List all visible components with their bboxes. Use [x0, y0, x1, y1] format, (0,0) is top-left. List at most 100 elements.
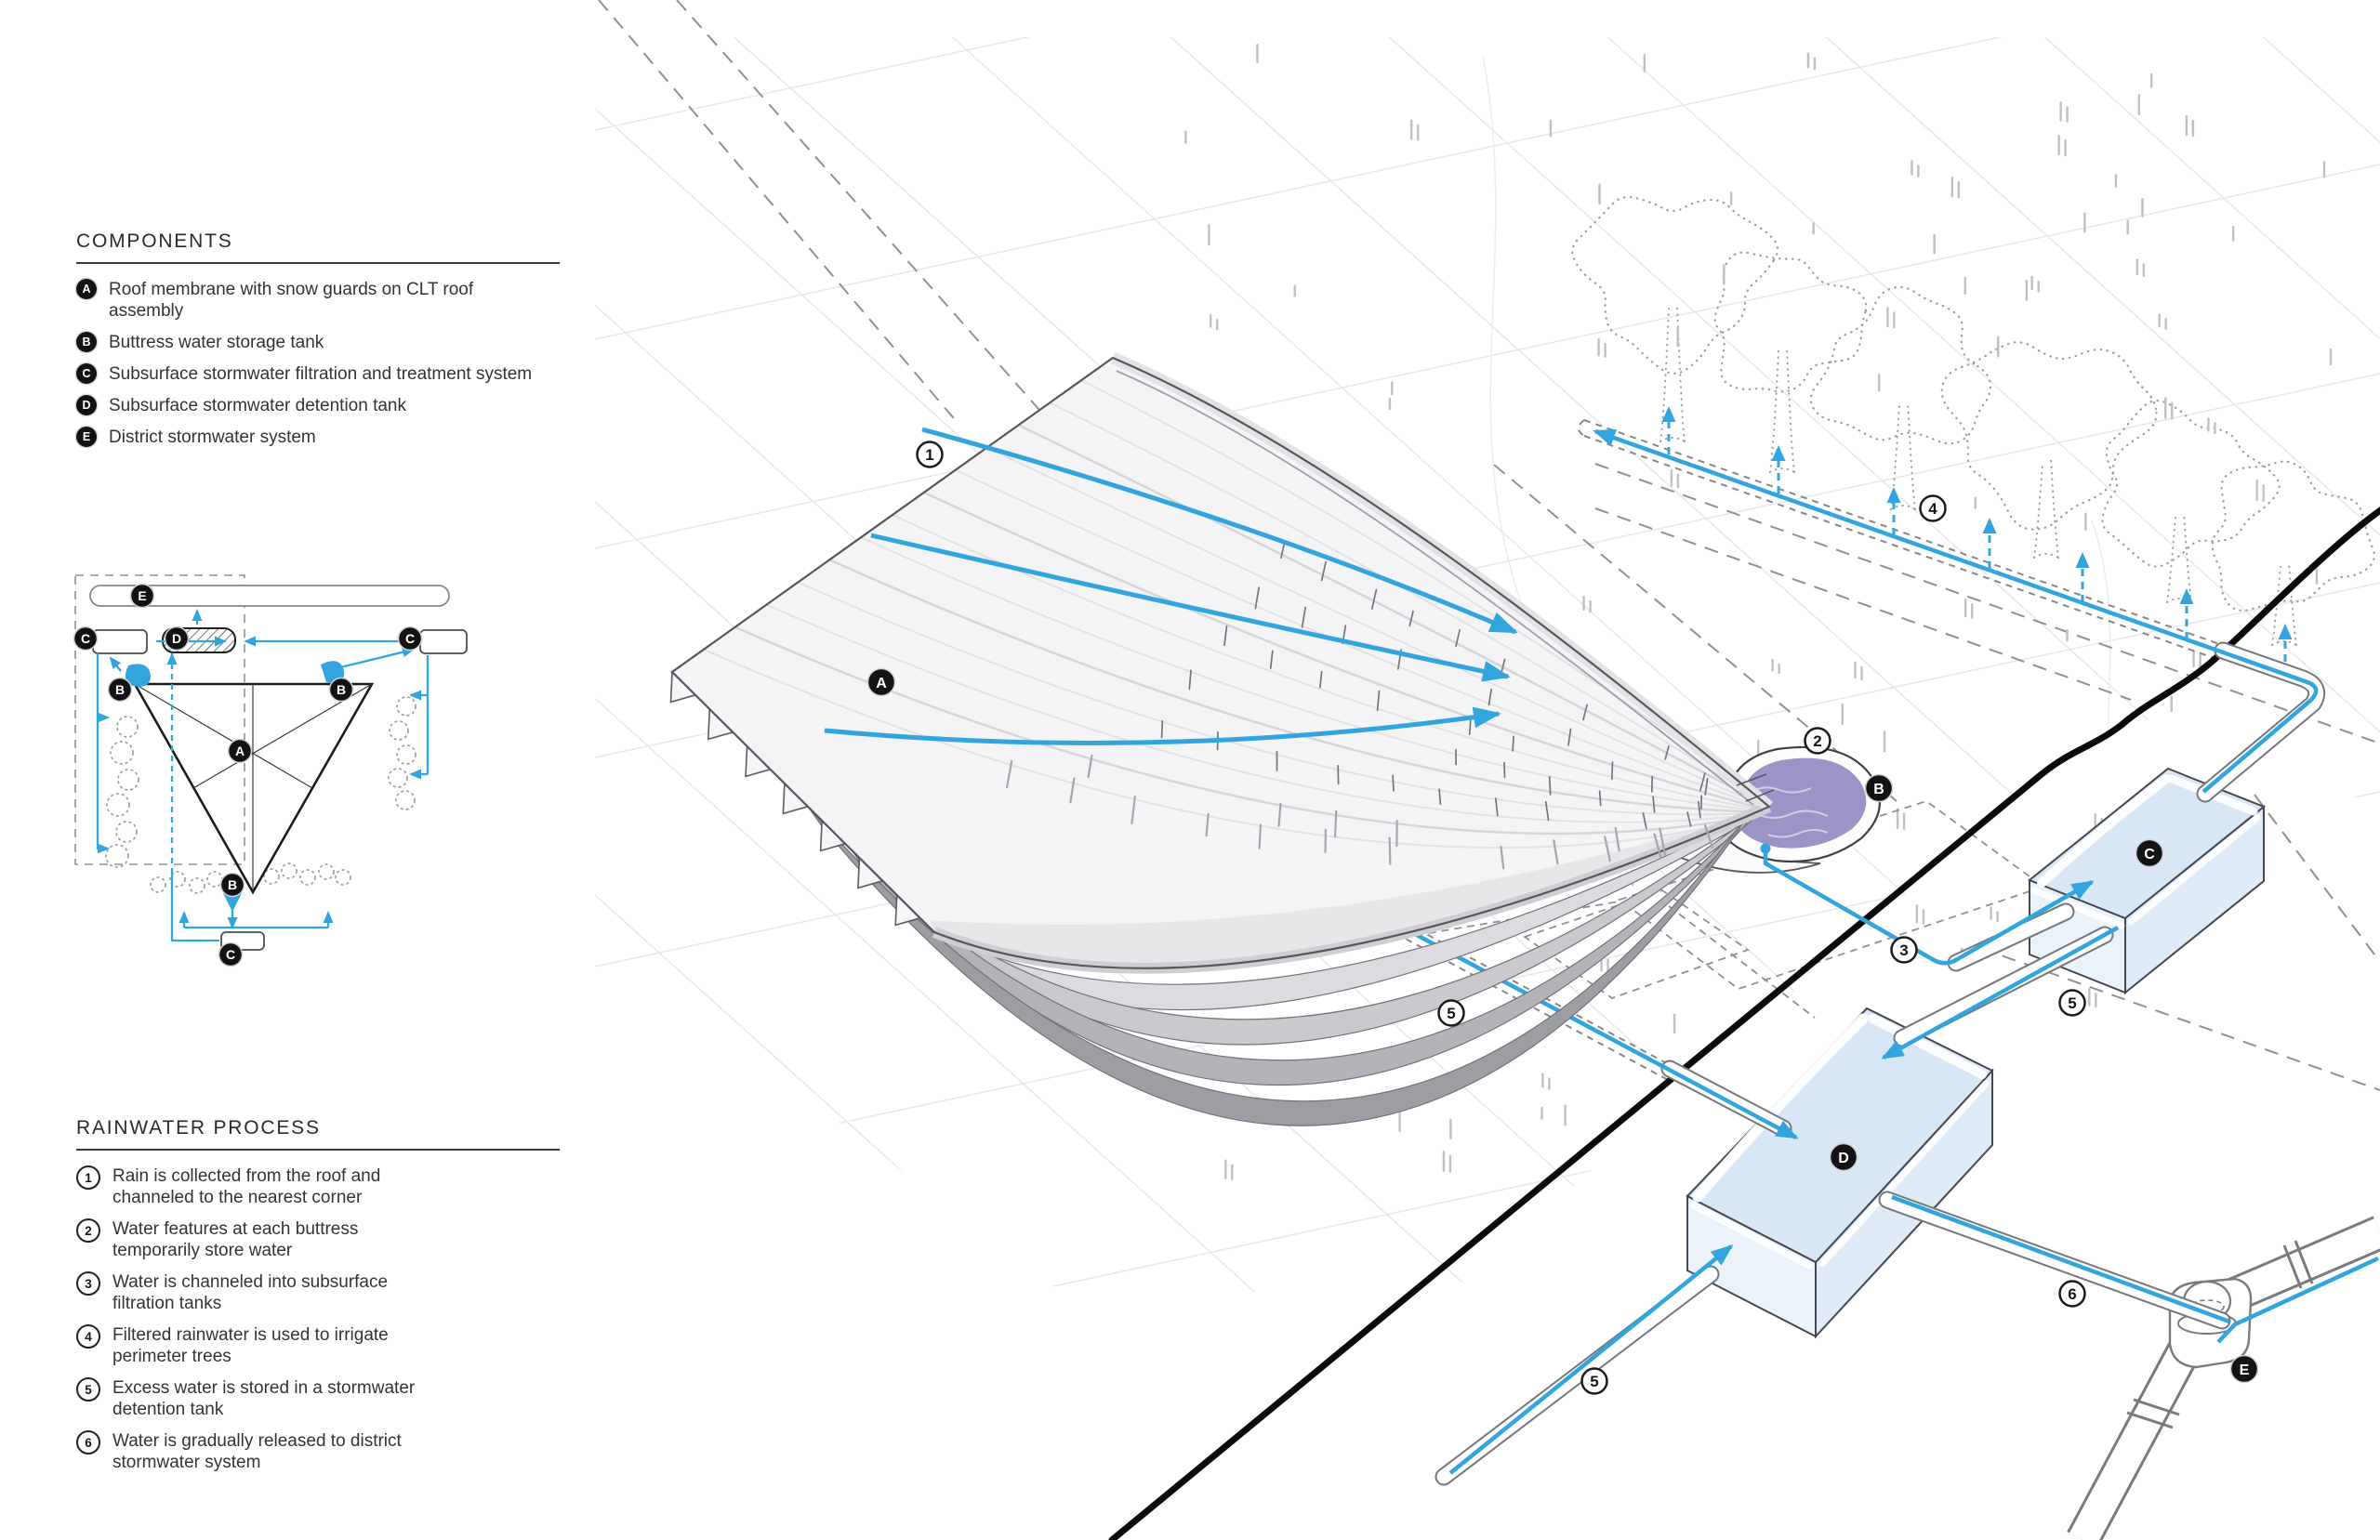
step-4-badge: 4: [76, 1324, 100, 1349]
roof-flow-arrows: [824, 427, 1518, 745]
component-item-c: C Subsurface stormwater filtration and t…: [76, 363, 560, 385]
component-label-a: Roof membrane with snow guards on CLT ro…: [109, 280, 474, 321]
badge-c: C: [76, 363, 97, 384]
svg-text:C: C: [81, 631, 90, 646]
marker-filtration-tank: C: [2135, 838, 2164, 868]
step-1-badge: 1: [76, 1165, 100, 1190]
plan-marker-b: B: [328, 677, 354, 703]
roof-plan-diagram: E C D C B B A B C: [73, 574, 468, 967]
step-1-label: Rain is collected from the roof and chan…: [112, 1166, 381, 1207]
svg-text:B: B: [115, 682, 125, 697]
plan-marker-b: B: [219, 872, 245, 898]
svg-text:A: A: [235, 744, 245, 758]
detention-tank-d: [1686, 1007, 1994, 1339]
component-label-b: Buttress water storage tank: [109, 333, 324, 352]
plan-marker-c: C: [73, 625, 99, 652]
tree-irrigation-arrows: [1661, 406, 2293, 675]
svg-text:C: C: [2144, 847, 2155, 862]
perimeter-trees: [1571, 195, 2375, 646]
process-item-1: 1 Rain is collected from the roof and ch…: [76, 1165, 560, 1208]
roof-serrated-eave: [669, 670, 922, 927]
process-legend: RAINWATER PROCESS 1 Rain is collected fr…: [76, 1117, 560, 1483]
svg-text:C: C: [226, 947, 235, 962]
marker-step5-pipe-b: 5: [1437, 999, 1465, 1027]
marker-roof-membrane: A: [866, 667, 896, 697]
pipe-flanges: [2126, 1240, 2314, 1429]
plan-marker-e: E: [129, 583, 155, 609]
svg-text:D: D: [1838, 1151, 1849, 1166]
badge-b: B: [76, 332, 97, 352]
svg-text:2: 2: [1813, 732, 1821, 750]
component-label-d: Subsurface stormwater detention tank: [109, 396, 407, 415]
step-5-label: Excess water is stored in a stormwater d…: [112, 1378, 416, 1419]
rain-ticks: [1184, 43, 2333, 1181]
component-label-c: Subsurface stormwater filtration and tre…: [109, 364, 533, 384]
marker-step3-pipe: 3: [1890, 936, 1918, 964]
svg-text:4: 4: [1928, 500, 1937, 518]
roof: [669, 352, 1775, 1126]
marker-district-junction: E: [2229, 1354, 2259, 1384]
marker-step5-pipe-c: 5: [1580, 1367, 1608, 1395]
process-rule: [76, 1149, 560, 1151]
spout-lines: [1736, 773, 1775, 802]
marker-step1-roof: 1: [916, 441, 944, 468]
process-item-4: 4 Filtered rainwater is used to irrigate…: [76, 1324, 560, 1367]
step-6-badge: 6: [76, 1430, 100, 1454]
svg-text:A: A: [876, 676, 887, 691]
component-item-e: E District stormwater system: [76, 427, 560, 448]
component-label-e: District stormwater system: [109, 428, 316, 447]
plan-marker-a: A: [227, 738, 253, 764]
svg-text:B: B: [1873, 782, 1884, 797]
badge-e: E: [76, 427, 97, 447]
plan-marker-c: C: [218, 941, 244, 967]
process-item-6: 6 Water is gradually released to distric…: [76, 1430, 560, 1473]
roof-surface-bands: [703, 379, 1766, 849]
step-4-label: Filtered rainwater is used to irrigate p…: [112, 1325, 389, 1366]
step-2-label: Water features at each buttress temporar…: [112, 1219, 359, 1260]
step-6-label: Water is gradually released to district …: [112, 1431, 402, 1472]
process-item-5: 5 Excess water is stored in a stormwater…: [76, 1377, 560, 1420]
process-item-2: 2 Water features at each buttress tempor…: [76, 1218, 560, 1261]
svg-text:E: E: [2240, 1362, 2250, 1378]
plan-marker-c: C: [397, 625, 423, 652]
svg-text:3: 3: [1899, 941, 1908, 959]
svg-text:E: E: [138, 588, 146, 603]
svg-text:C: C: [405, 631, 415, 646]
svg-text:5: 5: [2068, 994, 2076, 1012]
component-item-b: B Buttress water storage tank: [76, 332, 560, 353]
step-3-badge: 3: [76, 1271, 100, 1296]
plan-trees: [105, 696, 416, 894]
svg-text:5: 5: [1447, 1005, 1455, 1022]
plan-marker-b: B: [107, 677, 133, 703]
badge-d: D: [76, 395, 97, 415]
plan-badges: E C D C B B A B C: [73, 583, 423, 967]
marker-step4-irrigation: 4: [1919, 494, 1947, 522]
svg-text:B: B: [228, 877, 237, 892]
step-5-badge: 5: [76, 1377, 100, 1402]
plan-boundary: [74, 574, 245, 865]
process-item-3: 3 Water is channeled into subsurface fil…: [76, 1271, 560, 1314]
svg-text:D: D: [172, 631, 181, 646]
svg-text:1: 1: [925, 446, 933, 464]
plan-district-main: [89, 585, 450, 607]
step-3-label: Water is channeled into subsurface filtr…: [112, 1272, 389, 1313]
svg-text:5: 5: [1590, 1373, 1598, 1390]
component-item-a: A Roof membrane with snow guards on CLT …: [76, 279, 560, 322]
marker-step2-buttress: 2: [1804, 727, 1831, 755]
step-2-badge: 2: [76, 1218, 100, 1243]
marker-buttress-tank: B: [1864, 773, 1894, 803]
component-item-d: D Subsurface stormwater detention tank: [76, 395, 560, 416]
basin-drain: [1760, 843, 2095, 966]
components-rule: [76, 262, 560, 264]
street-edge-line: [1108, 507, 2380, 1540]
svg-text:6: 6: [2068, 1285, 2076, 1303]
components-title: COMPONENTS: [76, 230, 233, 252]
plan-marker-d: D: [164, 625, 190, 652]
components-legend: COMPONENTS A Roof membrane with snow gua…: [76, 230, 560, 458]
plan-flow-lines: [96, 609, 430, 942]
plan-roof-triangle: [132, 682, 375, 895]
marker-step5-pipe-a: 5: [2058, 989, 2086, 1017]
